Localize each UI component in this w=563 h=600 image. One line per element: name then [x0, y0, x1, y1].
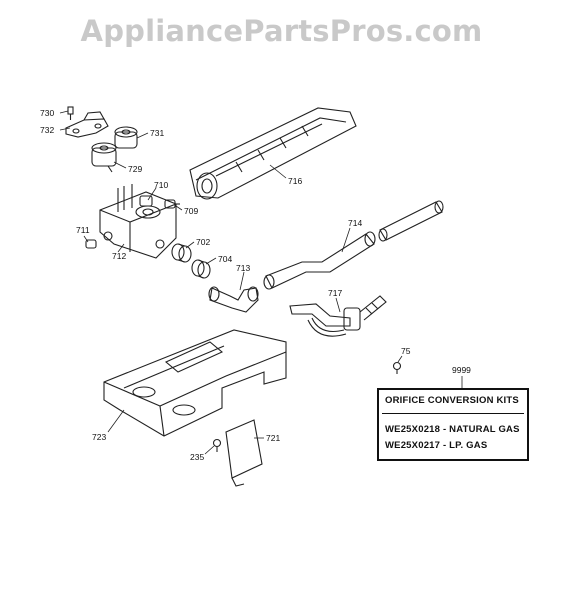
- part-713-elbow[interactable]: [208, 286, 259, 313]
- part-704-nut[interactable]: [191, 259, 211, 279]
- callout-711: 711: [76, 225, 90, 235]
- part-717-igniter[interactable]: [289, 295, 387, 337]
- part-721-shield[interactable]: [225, 419, 263, 487]
- callout-713: 713: [236, 263, 250, 273]
- callout-721: 721: [266, 433, 280, 443]
- callout-75: 75: [401, 346, 411, 356]
- part-729-coil[interactable]: [91, 142, 117, 173]
- part-702-fitting[interactable]: [171, 243, 192, 263]
- callout-704: 704: [218, 254, 232, 264]
- part-709-fitting[interactable]: [164, 199, 180, 209]
- part-75-screw[interactable]: [392, 361, 402, 375]
- leader-lines: [59, 110, 463, 455]
- watermark: AppliancePartsPros.com: [80, 14, 483, 48]
- kit-divider: [382, 413, 524, 414]
- callout-labels: 730 732 731 729 710 709 716 711 702 704 …: [40, 108, 471, 462]
- callout-702: 702: [196, 237, 210, 247]
- part-716-burner[interactable]: [189, 107, 357, 200]
- part-235-screw[interactable]: [212, 438, 222, 453]
- callout-723: 723: [92, 432, 106, 442]
- callout-9999: 9999: [452, 365, 471, 375]
- kit-title: ORIFICE CONVERSION KITS: [385, 395, 519, 406]
- part-714-tube[interactable]: [263, 200, 444, 290]
- callout-729: 729: [128, 164, 142, 174]
- part-723-bracket[interactable]: [103, 329, 287, 437]
- part-712-gas-valve[interactable]: [99, 184, 177, 259]
- callout-235: 235: [190, 452, 204, 462]
- part-732-bracket[interactable]: [65, 111, 109, 138]
- callout-732: 732: [40, 125, 54, 135]
- part-731-coil[interactable]: [114, 126, 138, 149]
- orifice-kit-box: ORIFICE CONVERSION KITS WE25X0218 - NATU…: [377, 388, 529, 461]
- callout-716: 716: [288, 176, 302, 186]
- callout-714: 714: [348, 218, 362, 228]
- callout-709: 709: [184, 206, 198, 216]
- part-730-screw[interactable]: [67, 106, 74, 120]
- callout-731: 731: [150, 128, 164, 138]
- callout-730: 730: [40, 108, 54, 118]
- part-711-plug[interactable]: [85, 239, 97, 249]
- callout-710: 710: [154, 180, 168, 190]
- kit-lp-gas: WE25X0217 - LP. GAS: [385, 440, 488, 451]
- kit-natural-gas: WE25X0218 - NATURAL GAS: [385, 424, 520, 435]
- callout-717: 717: [328, 288, 342, 298]
- callout-712: 712: [112, 251, 126, 261]
